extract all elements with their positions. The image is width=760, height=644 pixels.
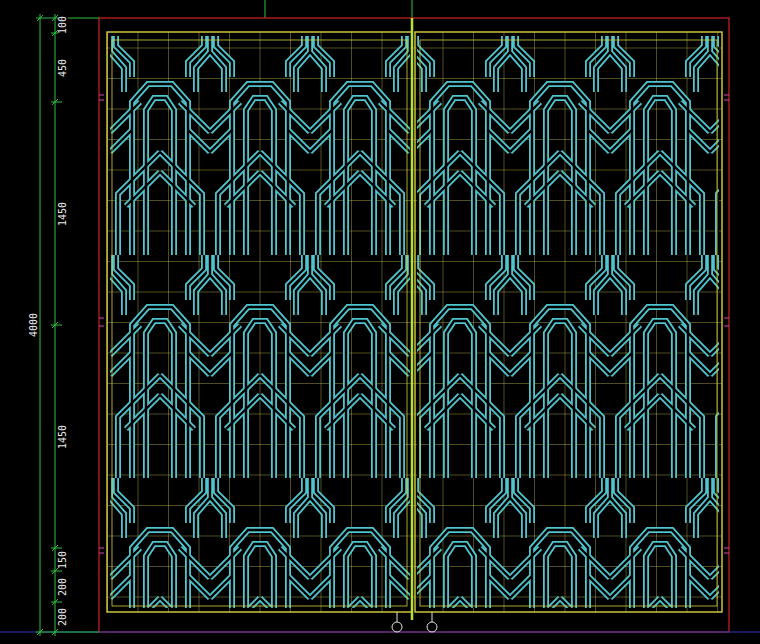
dimension-label: 1450 bbox=[58, 201, 68, 227]
dimension-label: 1450 bbox=[58, 424, 68, 450]
dimension-label: 4000 bbox=[29, 312, 39, 338]
dimension-label: 150 bbox=[58, 550, 68, 570]
dimension-label: 100 bbox=[58, 15, 68, 35]
dimension-label: 450 bbox=[58, 58, 68, 78]
dimension-label: 200 bbox=[58, 577, 68, 597]
dimension-label: 200 bbox=[58, 607, 68, 627]
